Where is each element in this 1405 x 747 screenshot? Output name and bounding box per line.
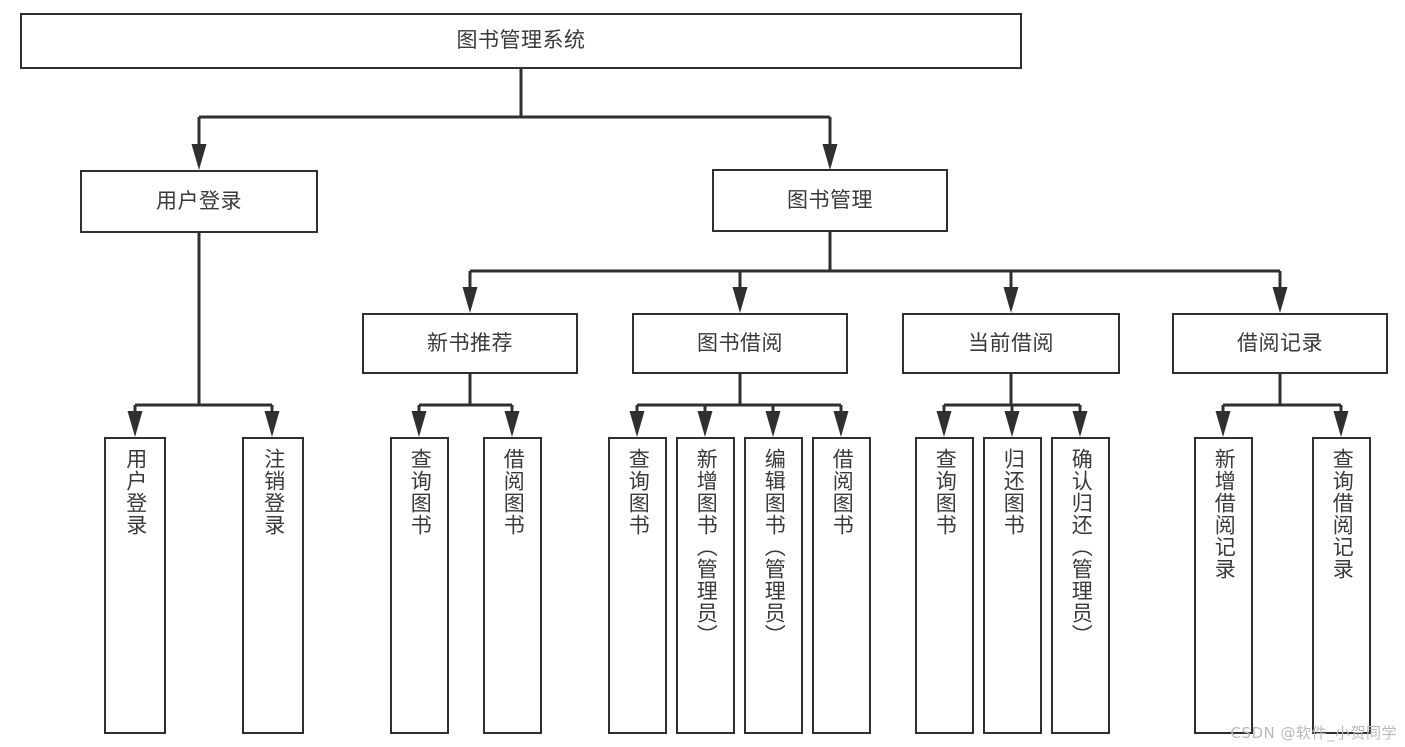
node-leaf-query-book-current[interactable]: 查询图书 xyxy=(915,437,974,734)
node-label-root: 图书管理系统 xyxy=(456,28,586,53)
node-label-leaf-query-book-borrow: 查询图书 xyxy=(626,448,651,536)
node-label-leaf-query-book-recommend: 查询图书 xyxy=(408,448,433,536)
node-leaf-add-borrow-record[interactable]: 新增借阅记录 xyxy=(1194,437,1253,734)
node-label-leaf-return-book: 归还图书 xyxy=(1001,448,1026,536)
node-label-leaf-user-login: 用户登录 xyxy=(123,448,148,536)
node-label-borrow-record: 借阅记录 xyxy=(1237,330,1323,355)
node-leaf-edit-book-admin[interactable]: 编辑图书（管理员） xyxy=(744,437,803,734)
node-label-leaf-add-book-admin: 新增图书（管理员） xyxy=(694,448,719,646)
node-leaf-borrow-book[interactable]: 借阅图书 xyxy=(812,437,871,734)
node-leaf-logout[interactable]: 注销登录 xyxy=(242,437,304,734)
node-root[interactable]: 图书管理系统 xyxy=(20,13,1022,69)
node-leaf-user-login[interactable]: 用户登录 xyxy=(104,437,166,734)
node-label-leaf-borrow-book-recommend: 借阅图书 xyxy=(501,448,526,536)
node-leaf-query-book-recommend[interactable]: 查询图书 xyxy=(390,437,449,734)
node-leaf-confirm-return-admin[interactable]: 确认归还（管理员） xyxy=(1051,437,1110,734)
node-label-leaf-borrow-book: 借阅图书 xyxy=(830,448,855,536)
node-label-leaf-confirm-return-admin: 确认归还（管理员） xyxy=(1069,448,1094,646)
node-label-leaf-add-borrow-record: 新增借阅记录 xyxy=(1212,448,1237,580)
node-label-current-borrow: 当前借阅 xyxy=(968,330,1054,355)
node-label-leaf-query-book-current: 查询图书 xyxy=(933,448,958,536)
node-leaf-borrow-book-recommend[interactable]: 借阅图书 xyxy=(483,437,542,734)
node-book-management[interactable]: 图书管理 xyxy=(712,169,948,232)
node-label-leaf-query-borrow-record: 查询借阅记录 xyxy=(1330,448,1355,580)
watermark-text: CSDN @软件_小贺同学 xyxy=(1230,724,1397,742)
node-leaf-query-book-borrow[interactable]: 查询图书 xyxy=(608,437,667,734)
node-label-leaf-logout: 注销登录 xyxy=(261,448,286,536)
node-user-login[interactable]: 用户登录 xyxy=(80,170,318,233)
node-leaf-return-book[interactable]: 归还图书 xyxy=(983,437,1042,734)
node-new-book-recommend[interactable]: 新书推荐 xyxy=(362,313,578,374)
node-current-borrow[interactable]: 当前借阅 xyxy=(902,313,1120,374)
node-label-new-book-recommend: 新书推荐 xyxy=(427,330,513,355)
node-label-leaf-edit-book-admin: 编辑图书（管理员） xyxy=(762,448,787,646)
node-label-book-management: 图书管理 xyxy=(787,187,873,212)
node-leaf-add-book-admin[interactable]: 新增图书（管理员） xyxy=(676,437,735,734)
node-label-book-borrow: 图书借阅 xyxy=(697,330,783,355)
node-leaf-query-borrow-record[interactable]: 查询借阅记录 xyxy=(1312,437,1371,734)
node-label-user-login: 用户登录 xyxy=(156,188,242,213)
node-book-borrow[interactable]: 图书借阅 xyxy=(632,313,848,374)
node-borrow-record[interactable]: 借阅记录 xyxy=(1172,313,1388,374)
